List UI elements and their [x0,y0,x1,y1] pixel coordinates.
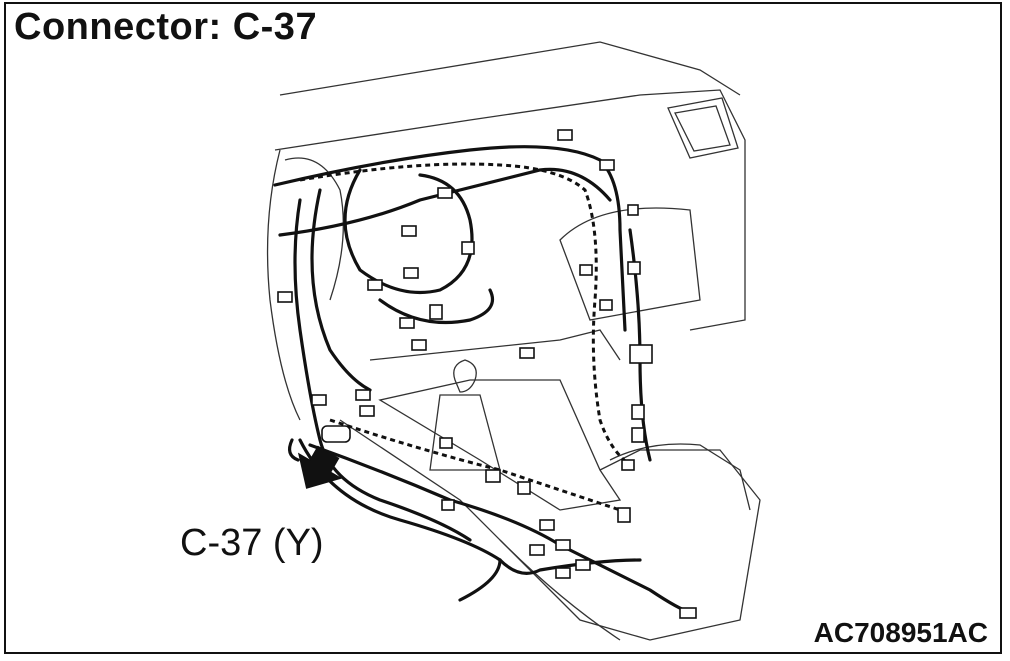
connector [367,279,383,291]
connector [579,264,593,276]
connector [557,129,573,141]
harness-dashed-lower [329,418,621,512]
armrest [609,443,751,511]
connector [311,394,327,406]
connector [277,291,293,303]
connector-callout-label: C-37 (Y) [180,522,324,564]
connector [403,267,419,279]
center-panel [369,329,621,361]
harness-left-drop [293,198,472,542]
left-pillar [266,149,301,421]
connector [631,404,645,420]
harness-center-loop [343,168,474,295]
connector [555,567,571,579]
shift-lever [453,359,477,393]
harness-floor [298,438,502,602]
connector [429,304,443,320]
connector [411,339,427,351]
connector-c37 [321,425,351,443]
connector [555,539,571,551]
connector [355,389,371,401]
vent-right [667,97,739,159]
connector [629,344,653,364]
harness-mid [378,288,495,325]
connector [679,607,697,619]
connector [599,299,613,311]
connector [575,559,591,571]
connector [461,241,475,255]
connector [439,437,453,449]
connector [517,481,531,495]
page-title: Connector: C-37 [14,6,318,48]
connector [627,204,639,216]
console-lower [339,419,761,641]
figure-code: AC708951AC [813,617,988,648]
dash-top-outline [279,41,741,96]
connector [437,187,453,199]
floor-console-side [499,539,621,641]
shift-boot [429,394,501,471]
dash-upper-panel [274,89,746,331]
connector [529,544,545,556]
connector [617,507,631,523]
center-console [378,379,622,511]
vent-right-inner [674,105,731,152]
left-cluster [284,157,344,301]
harness-lead [287,438,300,462]
harness-main-top [273,145,627,332]
connector [519,347,535,359]
harness-tail [498,558,642,575]
connector [631,427,645,443]
connector [401,225,417,237]
connector [359,405,375,417]
connector [485,469,501,483]
harness-bottom [308,443,692,614]
harness-cross [278,167,612,237]
arrow-pointing-to-connector-icon [297,445,343,489]
connector [621,459,635,471]
connector [399,317,415,329]
diagram-frame [4,2,1002,654]
harness-dashed-top [299,162,631,467]
connector [627,261,641,275]
connector [441,499,455,511]
harness-left-loop [310,188,372,392]
connector [599,159,615,171]
connector [539,519,555,531]
